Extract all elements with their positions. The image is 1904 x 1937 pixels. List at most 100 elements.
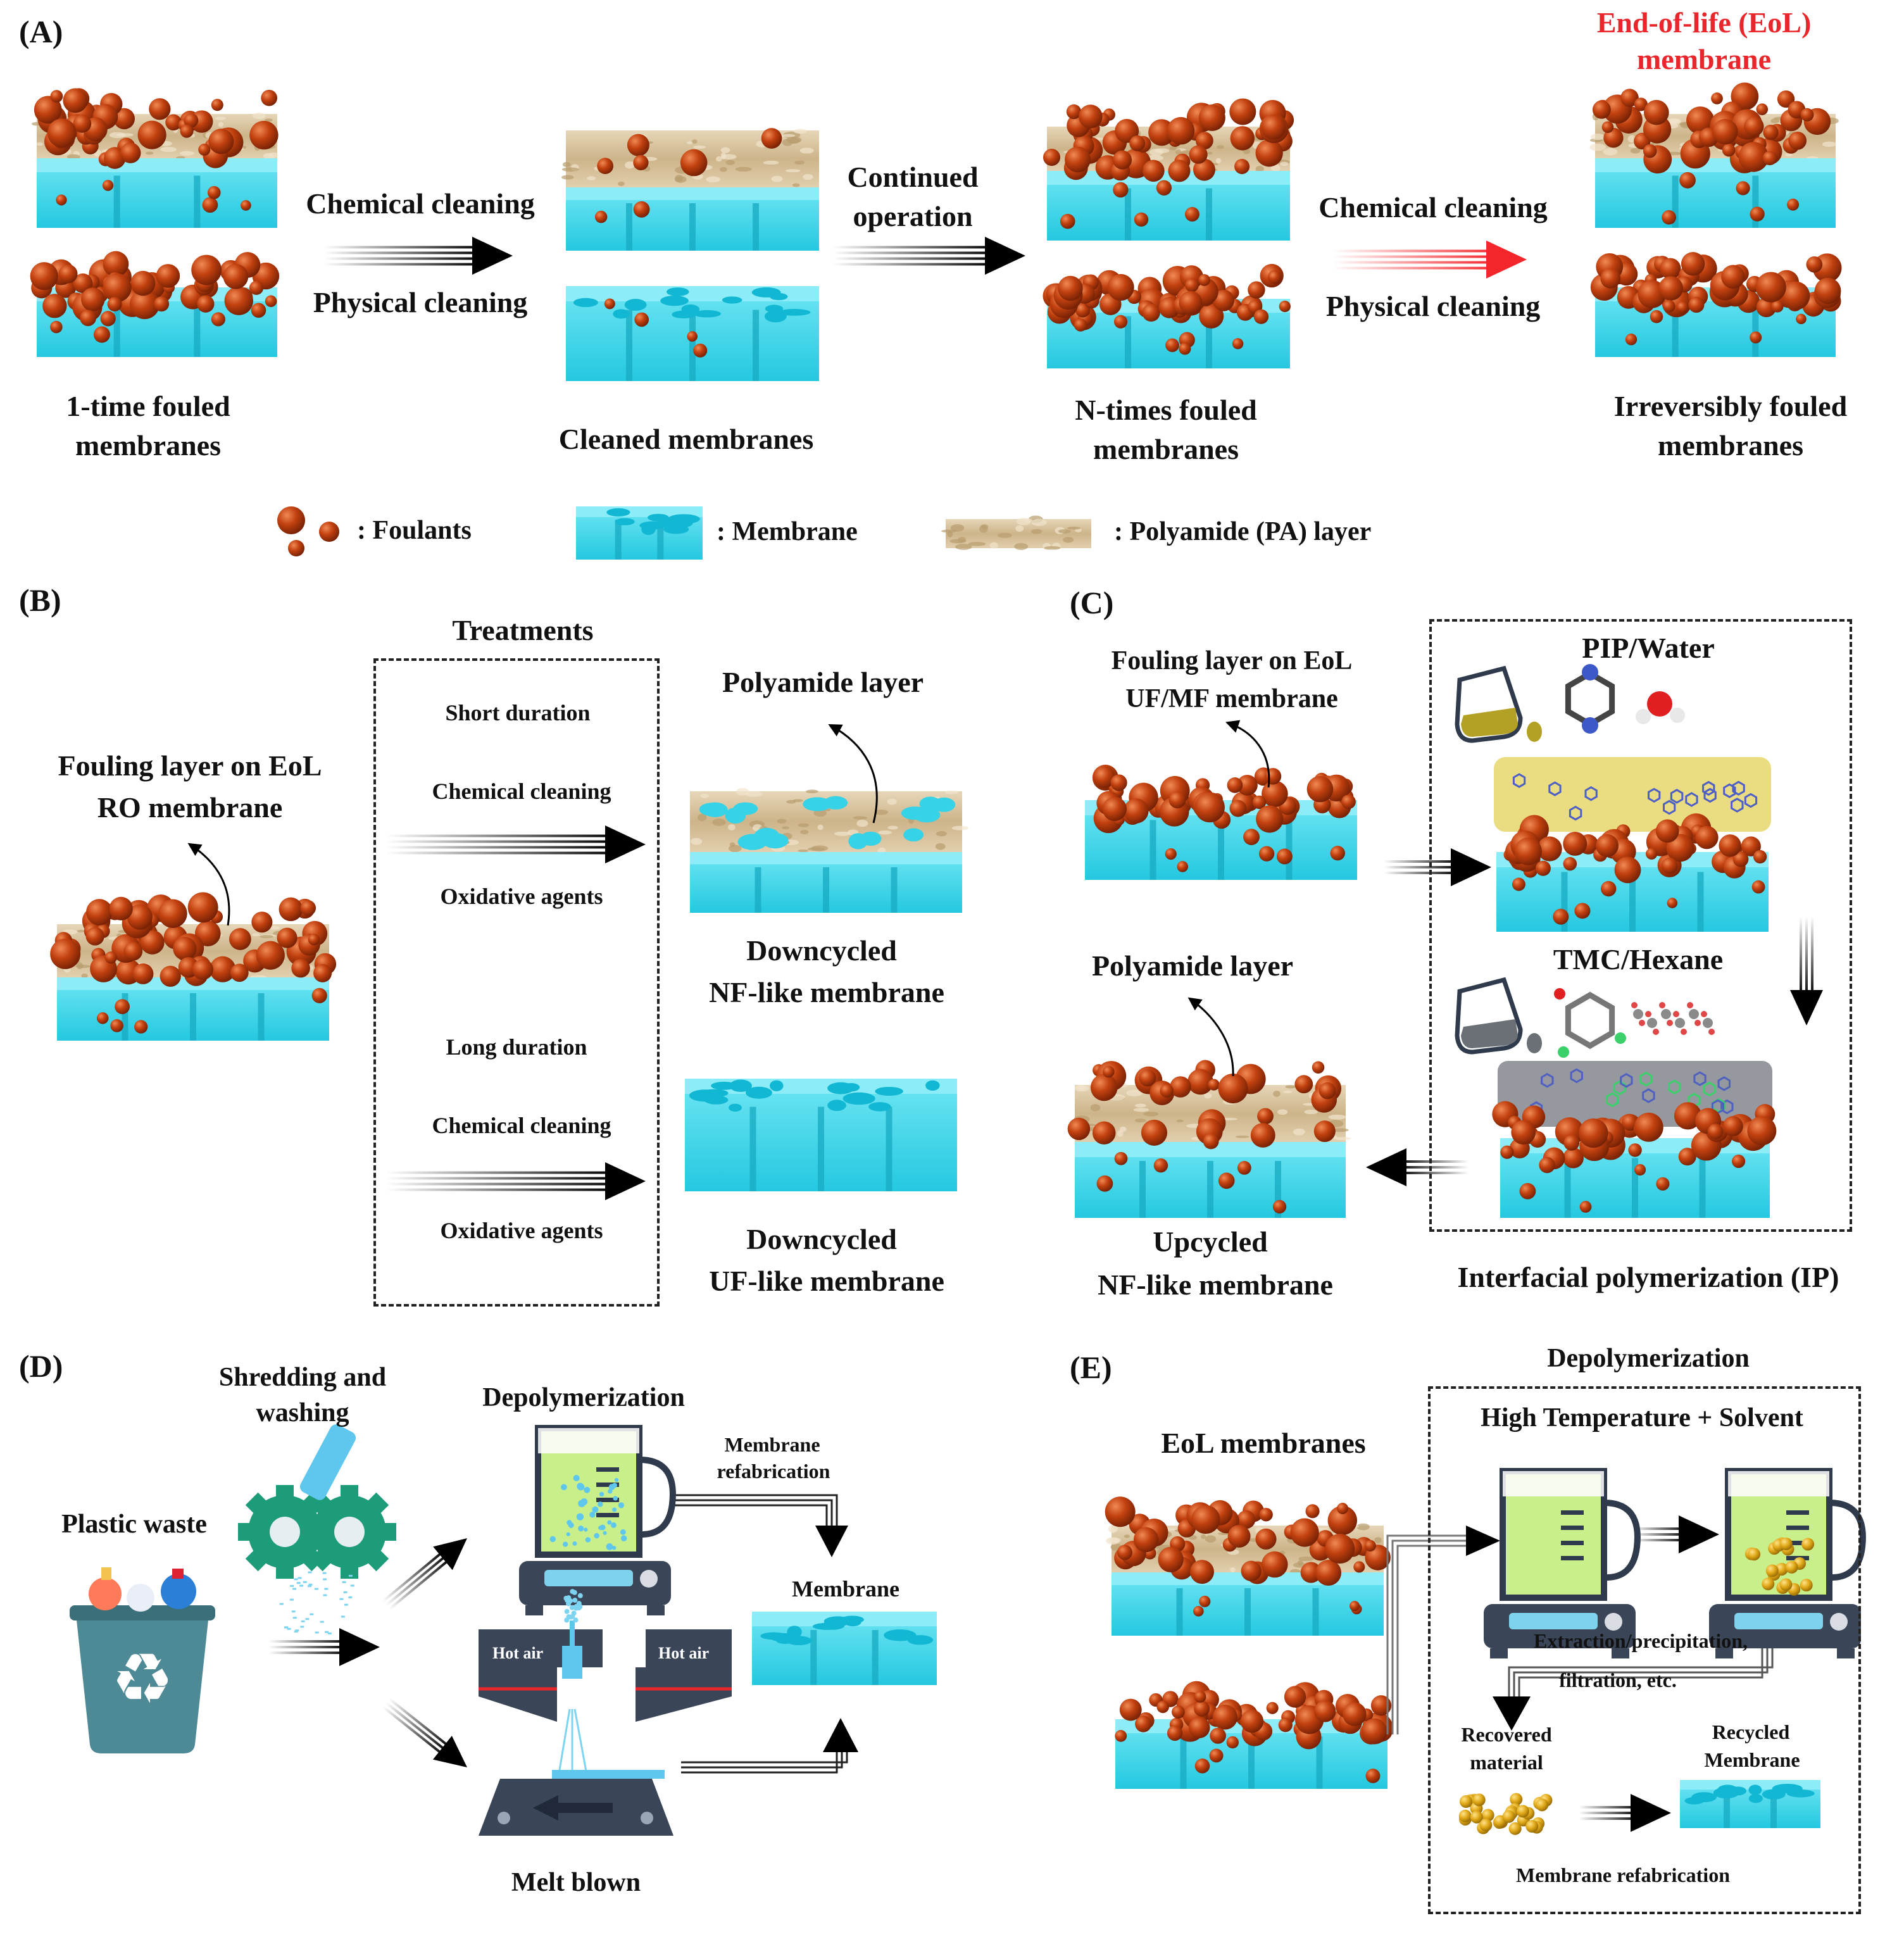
waste-bottle-blue xyxy=(161,1574,196,1609)
foulant-particle xyxy=(50,90,63,103)
polymer-granule xyxy=(565,1597,571,1603)
foulant-particle xyxy=(1500,1145,1514,1159)
polyamide-texture xyxy=(782,139,793,146)
foulant-particle xyxy=(1656,1177,1670,1191)
polyamide-texture xyxy=(1074,1085,1089,1092)
recovered-pellet xyxy=(1458,1809,1472,1822)
n-times-fouled-membrane-top xyxy=(1043,98,1294,241)
foulant-particle xyxy=(1686,106,1715,135)
membrane-pore-channel xyxy=(1218,820,1224,880)
hot-plate-foot xyxy=(1612,1648,1629,1658)
plastic-fragment xyxy=(323,1578,327,1581)
foulant-particle xyxy=(1600,268,1621,289)
plastic-fragment xyxy=(292,1588,297,1590)
fouling-uf-line1: Fouling layer on EoL xyxy=(1111,646,1353,675)
foulant-particle xyxy=(1208,1079,1220,1091)
water-oxygen-atom xyxy=(1647,691,1672,717)
polyamide-texture xyxy=(834,831,850,836)
shredding-line2: washing xyxy=(256,1398,349,1427)
polyamide-texture xyxy=(1204,1093,1212,1099)
foulant-particle xyxy=(96,1012,109,1024)
membrane-pore-channel xyxy=(194,175,201,228)
foulant-particle xyxy=(1800,108,1814,122)
arrow-shaft xyxy=(385,1553,449,1607)
membrane-surface-pore xyxy=(842,1092,875,1105)
recovered-pellet xyxy=(1510,1793,1523,1806)
chemical-cleaning-b1: Chemical cleaning xyxy=(432,779,611,804)
foulant-particle xyxy=(1753,849,1767,864)
hot-plate-display xyxy=(544,1570,633,1586)
hot-plate-foot xyxy=(647,1605,665,1615)
polyamide-b-pointer xyxy=(828,724,878,824)
foulant-particle xyxy=(279,897,303,922)
foulant-particle xyxy=(1241,1560,1262,1581)
polyamide-texture xyxy=(1205,1535,1217,1543)
foulant-particle xyxy=(1093,766,1115,788)
foulant-particle xyxy=(1135,1715,1152,1733)
polymer-granule xyxy=(572,1598,578,1603)
foulant-particle xyxy=(1227,777,1243,793)
foulant-particle xyxy=(1107,273,1134,301)
pip-molecule xyxy=(1670,789,1684,804)
arrow-shaft xyxy=(386,834,614,837)
dispersed-fragment xyxy=(594,1533,599,1539)
dispersed-fragment xyxy=(606,1543,613,1550)
foulant-particle xyxy=(1258,846,1275,862)
extraction-label: Extraction/precipitation, xyxy=(1533,1629,1748,1652)
membrane-surface-pore xyxy=(729,1079,752,1093)
foulant-particle xyxy=(1763,124,1779,141)
legend-foulants-label: : Foulants xyxy=(357,516,472,545)
plastic-fragment xyxy=(344,1603,348,1606)
membrane-surface-pore xyxy=(760,1632,787,1640)
polyamide-texture xyxy=(725,160,735,165)
membrane-pore-channel xyxy=(689,203,696,251)
foulant-particle xyxy=(1625,334,1638,346)
dispersed-fragment xyxy=(561,1484,567,1491)
fouling-ro-line1: Fouling layer on EoL xyxy=(58,749,322,782)
pip-molecule xyxy=(1548,781,1562,796)
membrane-surface-pore xyxy=(615,518,635,525)
membrane-pore-channel xyxy=(113,304,120,357)
plastic-fragment xyxy=(289,1598,294,1601)
panel-e-label: (E) xyxy=(1070,1350,1112,1385)
membrane-pore-channel xyxy=(1752,175,1759,228)
polymer-stream xyxy=(570,1620,575,1646)
foulant-particle xyxy=(1349,1601,1360,1612)
foulant-particle xyxy=(202,197,218,213)
foulant-particle xyxy=(210,956,236,982)
polyamide-texture xyxy=(252,112,266,120)
dispersed-fragment xyxy=(603,1531,607,1535)
foulant-particle xyxy=(149,98,171,120)
membrane-surface-pore xyxy=(693,310,722,318)
foulant-particle xyxy=(224,286,253,315)
dispersed-fragment xyxy=(566,1532,570,1536)
foulant-particle xyxy=(1712,118,1738,145)
plastic-fragment xyxy=(325,1631,329,1633)
foulant-particle xyxy=(1788,131,1807,150)
polyamide-texture xyxy=(856,820,868,827)
foulant-particle xyxy=(1563,831,1588,856)
foulant-particle xyxy=(1043,149,1061,166)
foulant-particle xyxy=(1250,1122,1275,1148)
foulant-particle xyxy=(1134,212,1149,227)
foulant-particle xyxy=(1646,848,1658,860)
dispersed-fragment xyxy=(599,1491,604,1497)
foulant-particle xyxy=(1707,1124,1724,1139)
belt-roller xyxy=(498,1812,510,1824)
arrow-head xyxy=(472,237,513,275)
pip-membrane-support xyxy=(1496,813,1769,932)
arrow-head xyxy=(432,1736,467,1767)
foulant-particle xyxy=(1592,100,1611,119)
foulant-particle xyxy=(130,270,156,296)
n-times-fouled-line1: N-times fouled xyxy=(1075,394,1257,426)
foulant-particle xyxy=(1227,1525,1251,1548)
polyamide-texture xyxy=(997,532,1012,538)
plastic-fragment xyxy=(308,1571,312,1574)
polyamide-texture xyxy=(562,161,571,167)
polyamide-texture xyxy=(160,146,177,153)
polymer-granule xyxy=(573,1617,579,1623)
foulant-particle xyxy=(1330,846,1345,861)
recovered-pellet xyxy=(1470,1810,1483,1824)
foulant-particle xyxy=(1312,1061,1325,1074)
